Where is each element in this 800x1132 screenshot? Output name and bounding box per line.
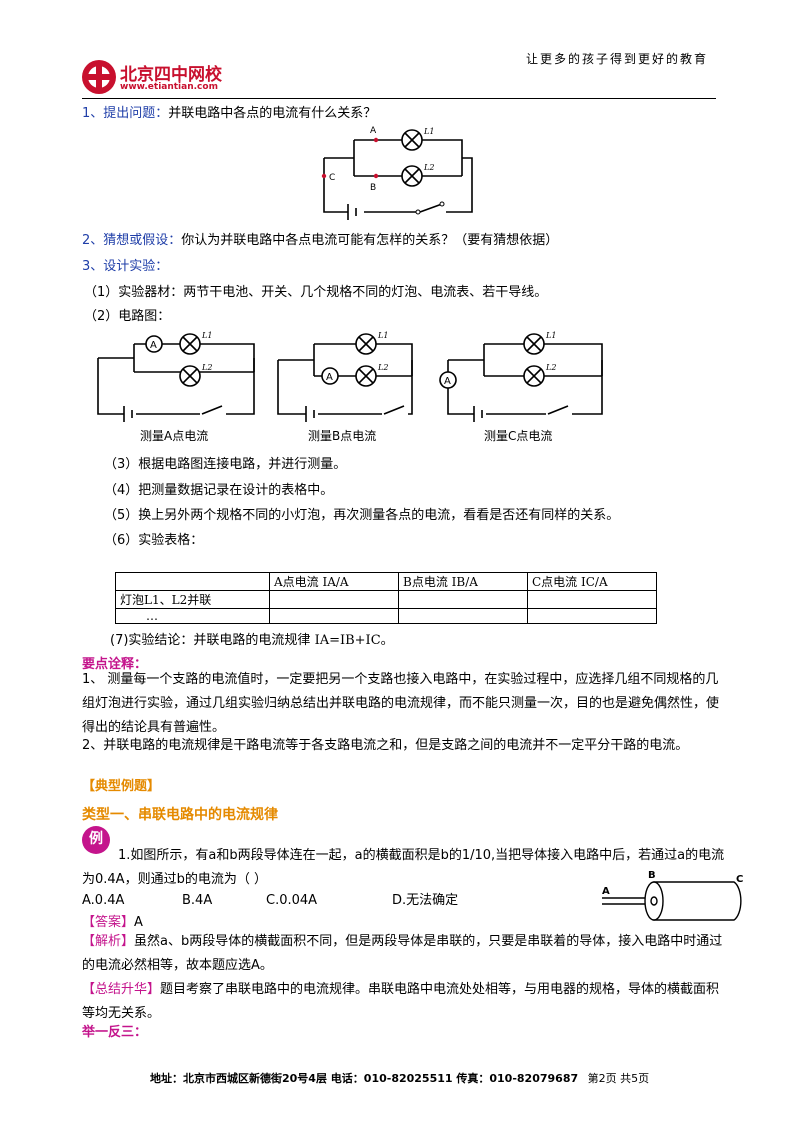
header-divider xyxy=(82,98,716,99)
ammeter-label-3: A xyxy=(444,376,451,387)
section3-item-3: （3）根据电路图连接电路，并进行测量。 xyxy=(104,457,347,472)
practice-heading: 举一反三： xyxy=(82,1025,148,1040)
diagram-caption-3: 测量C点电流 xyxy=(484,429,552,443)
table-cell: C点电流 IC/A xyxy=(527,572,657,591)
analysis: 【解析】虽然a、b两段导体的横截面积不同，但是两段导体是串联的，只要是串联着的导… xyxy=(82,930,730,978)
example-badge-label: 例 xyxy=(89,831,103,847)
section2-heading: 2、猜想或假设： xyxy=(82,233,182,248)
diagram-caption-2: 测量B点电流 xyxy=(308,429,376,443)
analysis-label: 【解析】 xyxy=(82,934,135,949)
footer-page: 第2页 共5页 xyxy=(587,1072,650,1085)
answer-label: 【答案】 xyxy=(82,915,135,930)
section3-item-5: （5）换上另外两个规格不同的小灯泡，再次测量各点的电流，看看是否还有同样的关系。 xyxy=(104,508,620,523)
summary: 【总结升华】题目考察了串联电路中的电流规律。串联电路中电流处处相等，与用电器的规… xyxy=(82,978,730,1026)
logo: 北京四中网校 www.etiantian.com xyxy=(80,58,280,98)
table-cell: 灯泡L1、L2并联 xyxy=(115,590,270,609)
footer-address: 地址：北京市西城区新德街20号4层 电话：010-82025511 传真：010… xyxy=(150,1072,579,1085)
table-header-row: A点电流 IA/A B点电流 IB/A C点电流 IC/A xyxy=(115,572,657,591)
table-cell: B点电流 IB/A xyxy=(398,572,528,591)
section3-item-1: （1）实验器材：两节干电池、开关、几个规格不同的灯泡、电流表、若干导线。 xyxy=(84,285,548,300)
answer-value: A xyxy=(134,915,143,930)
answer: 【答案】A xyxy=(82,914,143,932)
example-question: 1.如图所示，有a和b两段导体连在一起，a的横截面积是b的1/10,当把导体接入… xyxy=(82,848,725,887)
table-cell xyxy=(527,590,657,609)
table-cell xyxy=(269,608,399,624)
conductor-label-b: B xyxy=(648,870,656,881)
diagram1-lamp2-label: L2 xyxy=(201,363,212,372)
table-cell xyxy=(398,590,528,609)
diagram3-lamp2-label: L2 xyxy=(545,363,556,372)
section3-item-4: （4）把测量数据记录在设计的表格中。 xyxy=(104,483,334,498)
section1-question: 并联电路中各点的电流有什么关系？ xyxy=(168,106,377,121)
label-l1: L1 xyxy=(423,127,434,136)
conclusion-formula: IA=IB+IC。 xyxy=(314,633,394,648)
parallel-circuit-diagram: A B C L1 L2 xyxy=(321,126,473,220)
option-c: C.0.04A xyxy=(266,893,318,908)
type-heading: 类型一、串联电路中的电流规律 xyxy=(82,807,278,823)
ammeter-label-1: A xyxy=(150,340,157,351)
summary-label: 【总结升华】 xyxy=(82,982,161,997)
conductor-diagram: A B C xyxy=(602,870,743,921)
diagram2-lamp1-label: L1 xyxy=(377,331,388,340)
table-cell: A点电流 IA/A xyxy=(269,572,399,591)
table-row: 灯泡L1、L2并联 xyxy=(115,590,657,609)
section1: 1、提出问题：并联电路中各点的电流有什么关系？ xyxy=(82,105,376,123)
conclusion: (7)实验结论：并联电路的电流规律 IA=IB+IC。 xyxy=(110,632,394,650)
ammeter-label-2: A xyxy=(326,372,333,383)
section3-item-6: （6）实验表格： xyxy=(104,533,204,548)
section2: 2、猜想或假设：你认为并联电路中各点电流可能有怎样的关系？（要有猜想依据） xyxy=(82,232,558,250)
conclusion-prefix: (7)实验结论：并联电路的电流规律 xyxy=(110,633,311,648)
table-row: … xyxy=(115,608,657,624)
table-cell xyxy=(115,572,270,591)
section3-item-2: （2）电路图： xyxy=(84,309,171,324)
summary-text: 题目考察了串联电路中的电流规律。串联电路中电流处处相等，与用电器的规格，导体的横… xyxy=(82,982,720,1021)
table-cell xyxy=(398,608,528,624)
diagram2-lamp2-label: L2 xyxy=(377,363,388,372)
diagram-caption-1: 测量A点电流 xyxy=(140,429,208,443)
conductor-label-c: C xyxy=(736,874,743,885)
examples-heading: 【典型例题】 xyxy=(82,779,161,794)
label-b: B xyxy=(370,183,376,193)
option-a: A.0.4A xyxy=(82,893,125,908)
label-a: A xyxy=(370,126,377,136)
notes-paragraph-2: 2、并联电路的电流规律是干路电流等于各支路电流之和，但是支路之间的电流并不一定平… xyxy=(82,738,689,753)
conductor-label-a: A xyxy=(602,886,610,897)
label-c: C xyxy=(329,173,335,183)
section3-heading: 3、设计实验： xyxy=(82,259,169,274)
experiment-table: A点电流 IA/A B点电流 IB/A C点电流 IC/A 灯泡L1、L2并联 … xyxy=(115,572,657,624)
table-cell: … xyxy=(115,608,270,624)
notes-paragraph-1: 1、 测量每一个支路的电流值时，一定要把另一个支路也接入电路中，在实验过程中，应… xyxy=(82,672,720,735)
option-d: D.无法确定 xyxy=(392,893,459,908)
option-b: B.4A xyxy=(182,893,213,908)
diagram3-lamp1-label: L1 xyxy=(545,331,556,340)
label-l2: L2 xyxy=(423,163,434,172)
footer: 地址：北京市西城区新德街20号4层 电话：010-82025511 传真：010… xyxy=(150,1070,649,1088)
logo-text: 北京四中网校 xyxy=(120,65,222,85)
table-cell xyxy=(269,590,399,609)
diagram1-lamp1-label: L1 xyxy=(201,331,212,340)
example-badge xyxy=(82,826,110,854)
slogan: 让更多的孩子得到更好的教育 xyxy=(526,52,709,66)
table-cell xyxy=(527,608,657,624)
notes-heading: 要点诠释： xyxy=(82,657,148,672)
analysis-text: 虽然a、b两段导体的横截面积不同，但是两段导体是串联的，只要是串联着的导体，接入… xyxy=(82,934,723,973)
logo-url: www.etiantian.com xyxy=(120,82,218,92)
section1-heading: 1、提出问题： xyxy=(82,106,169,121)
logo-emblem-icon xyxy=(82,60,116,94)
measurement-diagrams: A A A L1 L2 L1 L2 L1 L2 测量A点电流 测量B点电流 测量… xyxy=(97,331,603,443)
section2-text: 你认为并联电路中各点电流可能有怎样的关系？（要有猜想依据） xyxy=(181,233,559,248)
